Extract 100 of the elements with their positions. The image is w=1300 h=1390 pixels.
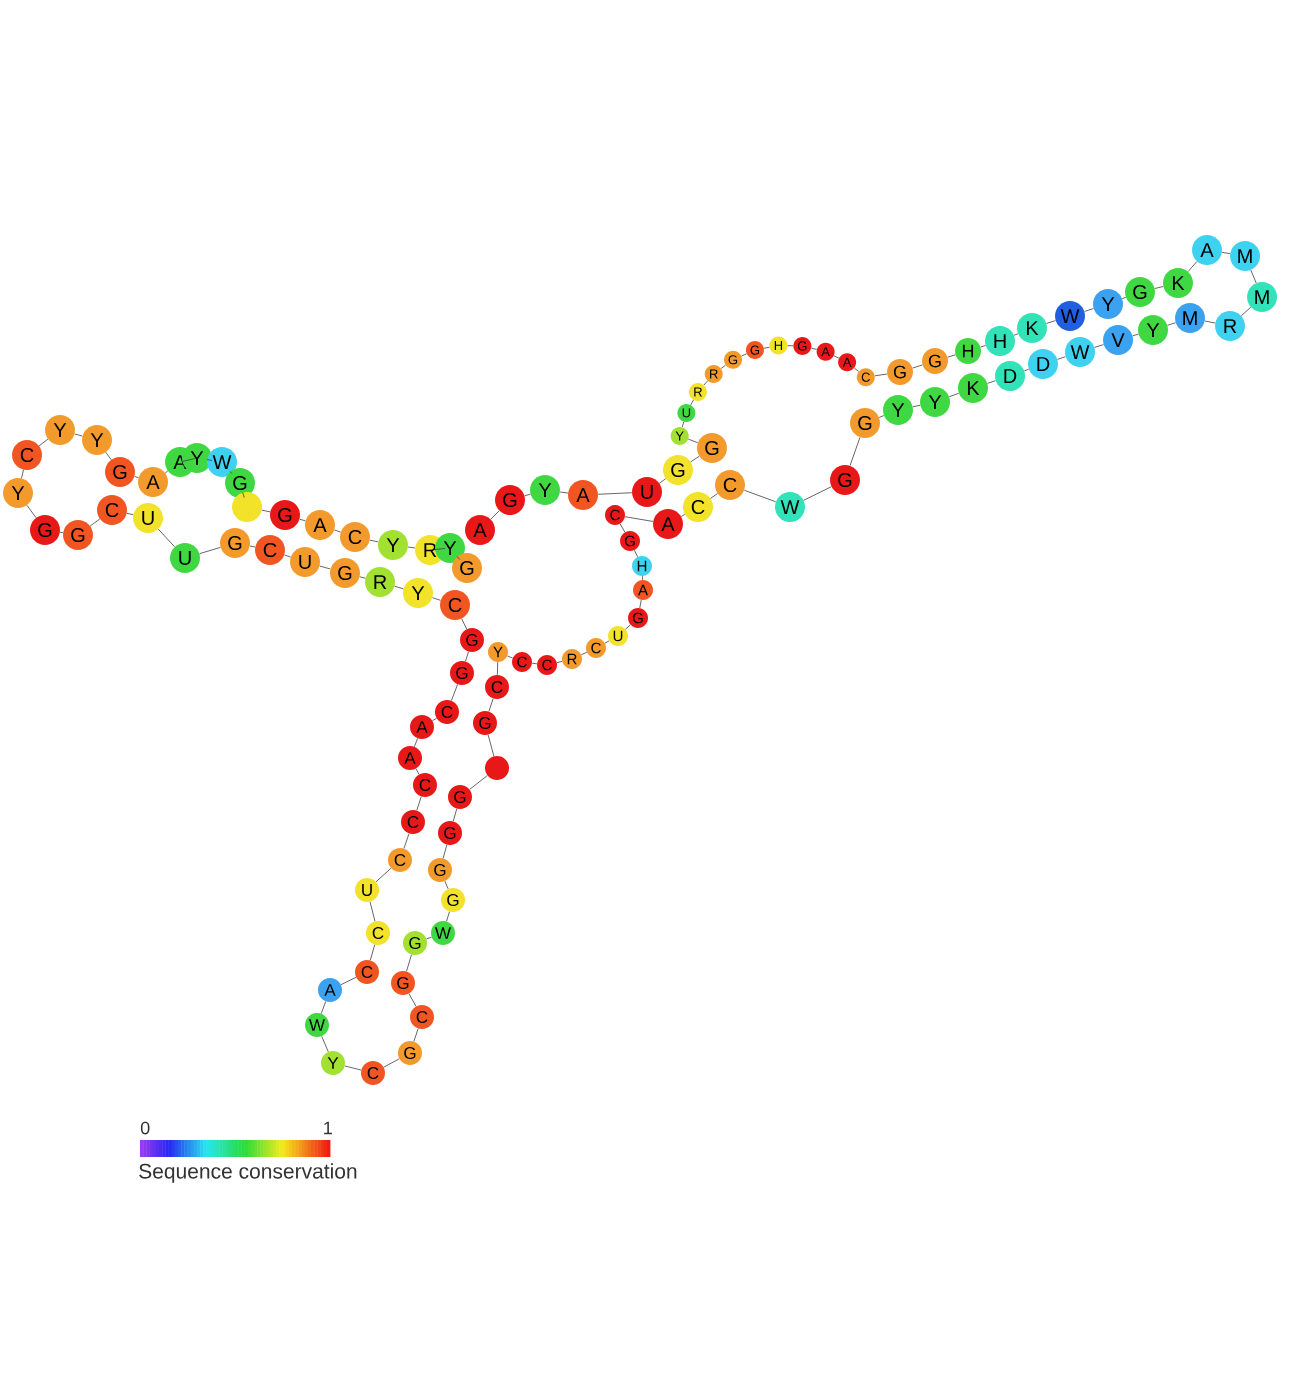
backbone-line — [1187, 261, 1198, 272]
backbone-line — [947, 354, 956, 358]
backbone-line — [407, 546, 416, 549]
backbone-line — [408, 993, 417, 1007]
backbone-line — [444, 880, 449, 890]
backbone-line — [126, 512, 134, 516]
backbone-line — [710, 493, 718, 499]
backbone-line — [261, 509, 271, 513]
backbone-line — [833, 355, 840, 359]
backbone-line — [878, 415, 885, 418]
backbone-line — [559, 491, 569, 494]
backbone-line — [488, 698, 494, 712]
backbone-line — [461, 618, 468, 630]
backbone-line — [1221, 252, 1231, 255]
backbone-line — [369, 539, 379, 543]
backbone-line — [446, 911, 450, 922]
backbone-line — [625, 624, 631, 630]
backbone-line — [340, 976, 357, 986]
backbone-line — [1240, 306, 1252, 317]
backbone-line — [406, 954, 412, 972]
backbone-line — [741, 353, 747, 357]
backbone-line — [597, 492, 633, 495]
backbone-line — [442, 844, 448, 859]
backbone-line — [181, 458, 196, 462]
backbone-line — [639, 599, 642, 609]
backbone-line — [199, 547, 221, 555]
backbone-line — [206, 459, 213, 461]
backbone-line — [105, 451, 112, 461]
backbone-line — [619, 523, 626, 533]
backbone-line — [414, 738, 418, 748]
backbone-line — [912, 364, 923, 369]
backbone-line — [432, 597, 441, 601]
backbone-line — [703, 380, 708, 386]
backbone-line — [1023, 368, 1030, 372]
backbone-line — [531, 662, 538, 665]
backbone-line — [634, 549, 638, 558]
backbone-line — [487, 734, 495, 757]
backbone-line — [1154, 286, 1164, 289]
backbone-line — [320, 1001, 327, 1014]
backbone-line — [524, 493, 531, 497]
backbone-line — [415, 768, 420, 775]
backbone-line — [948, 392, 960, 398]
scale-label: 1 — [324, 1121, 332, 1135]
backbone-line — [451, 684, 458, 701]
nucleotide-circle — [485, 756, 509, 780]
backbone-line — [496, 661, 499, 676]
backbone-line — [1057, 356, 1066, 360]
backbone-line — [359, 576, 366, 579]
backbone-line — [403, 833, 410, 849]
backbone-line — [490, 510, 500, 520]
backbone-line — [1167, 322, 1176, 326]
backbone-line — [743, 489, 777, 503]
scale-label: 0 — [140, 1121, 150, 1135]
backbone-line — [690, 455, 700, 463]
backbone-line — [763, 346, 770, 349]
backbone-line — [659, 478, 666, 484]
backbone-line — [556, 661, 563, 664]
backbone-line — [1094, 344, 1104, 348]
backbone-line — [580, 651, 588, 656]
backbone-line — [319, 565, 331, 570]
backbone-line — [89, 518, 101, 527]
backbone-line — [284, 554, 291, 558]
backbone-line — [1084, 308, 1094, 312]
backbone-line — [416, 796, 422, 811]
backbone-line — [157, 528, 176, 548]
backbone-line — [344, 1065, 362, 1071]
backbone-line — [229, 471, 233, 474]
backbone-line — [642, 575, 643, 581]
backbone-line — [369, 901, 376, 922]
backbone-line — [434, 548, 446, 550]
backbone-line — [21, 469, 24, 479]
backbone-line — [980, 345, 986, 348]
backbone-line — [242, 492, 245, 498]
backbone-line — [1046, 320, 1056, 324]
backbone-line — [164, 470, 169, 474]
backbone-line — [787, 345, 794, 347]
backbone-line — [26, 504, 37, 519]
backbone-line — [334, 529, 341, 533]
backbone-line — [853, 367, 859, 372]
backbone-line — [469, 775, 488, 790]
backbone-line — [375, 867, 392, 883]
backbone-line — [507, 655, 513, 659]
backbone-line — [681, 421, 685, 428]
backbone-line — [624, 516, 654, 522]
backbone-line — [687, 438, 699, 444]
backbone-line — [38, 438, 49, 447]
backbone-line — [912, 404, 921, 408]
backbone-line — [452, 808, 458, 822]
backbone-line — [874, 373, 888, 377]
backbone-line — [299, 518, 306, 522]
backbone-line — [465, 651, 469, 662]
backbone-line — [59, 531, 64, 534]
backbone-line — [1132, 333, 1139, 337]
backbone-line — [1121, 296, 1127, 300]
backbone-line — [1250, 269, 1257, 284]
backbone-line — [1204, 320, 1216, 324]
backbone-line — [1013, 333, 1019, 336]
backbone-line — [987, 380, 996, 384]
backbone-line — [690, 399, 694, 406]
backbone-line — [369, 944, 376, 961]
